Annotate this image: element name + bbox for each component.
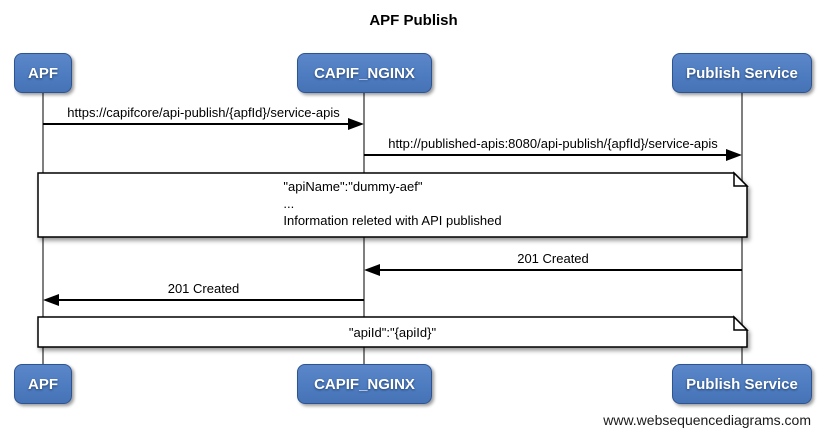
message-3-line [378, 269, 742, 271]
message-4-line [57, 299, 364, 301]
note-text: "apiId":"{apiId}" [349, 316, 436, 348]
note-shape [37, 315, 749, 348]
actor-box-capif-nginx-top: CAPIF_NGINX [297, 53, 432, 93]
actor-box-apf-bottom: APF [14, 364, 72, 404]
note-api-info: "apiName":"dummy-aef" ... Information re… [37, 171, 749, 238]
note-line: "apiId":"{apiId}" [348, 325, 437, 340]
arrowhead-right-icon [348, 118, 364, 130]
actor-label: APF [28, 375, 58, 393]
message-4-label: 201 Created [167, 281, 240, 296]
message-3-label: 201 Created [517, 251, 589, 266]
note-line: Information releted with API published [283, 213, 502, 228]
note-line: "apiName":"dummy-aef" [283, 179, 423, 194]
message-2-line [364, 154, 728, 156]
note-api-id: "apiId":"{apiId}" [37, 315, 749, 348]
actor-box-publish-service-bottom: Publish Service [672, 364, 812, 404]
note-text: "apiName":"dummy-aef" ... Information re… [283, 172, 501, 238]
arrowhead-left-icon [364, 264, 380, 276]
diagram-title: APF Publish [369, 12, 458, 29]
arrowhead-right-icon [726, 149, 742, 161]
message-1-line [43, 123, 350, 125]
actor-label: CAPIF_NGINX [314, 375, 415, 393]
note-fold-icon [733, 171, 749, 187]
actor-label: APF [28, 64, 58, 82]
actor-label: Publish Service [686, 375, 798, 393]
watermark-text: www.websequencediagrams.com [603, 412, 811, 428]
message-1-label: https://capifcore/api-publish/{apfId}/se… [67, 105, 340, 120]
actor-box-apf-top: APF [14, 53, 72, 93]
actor-label: Publish Service [686, 64, 798, 82]
note-line: ... [283, 196, 295, 211]
message-2-label: http://published-apis:8080/api-publish/{… [388, 136, 718, 151]
arrowhead-left-icon [43, 294, 59, 306]
actor-box-publish-service-top: Publish Service [672, 53, 812, 93]
note-shape [37, 171, 749, 238]
note-fold-icon [733, 315, 749, 331]
actor-label: CAPIF_NGINX [314, 64, 415, 82]
actor-box-capif-nginx-bottom: CAPIF_NGINX [297, 364, 432, 404]
